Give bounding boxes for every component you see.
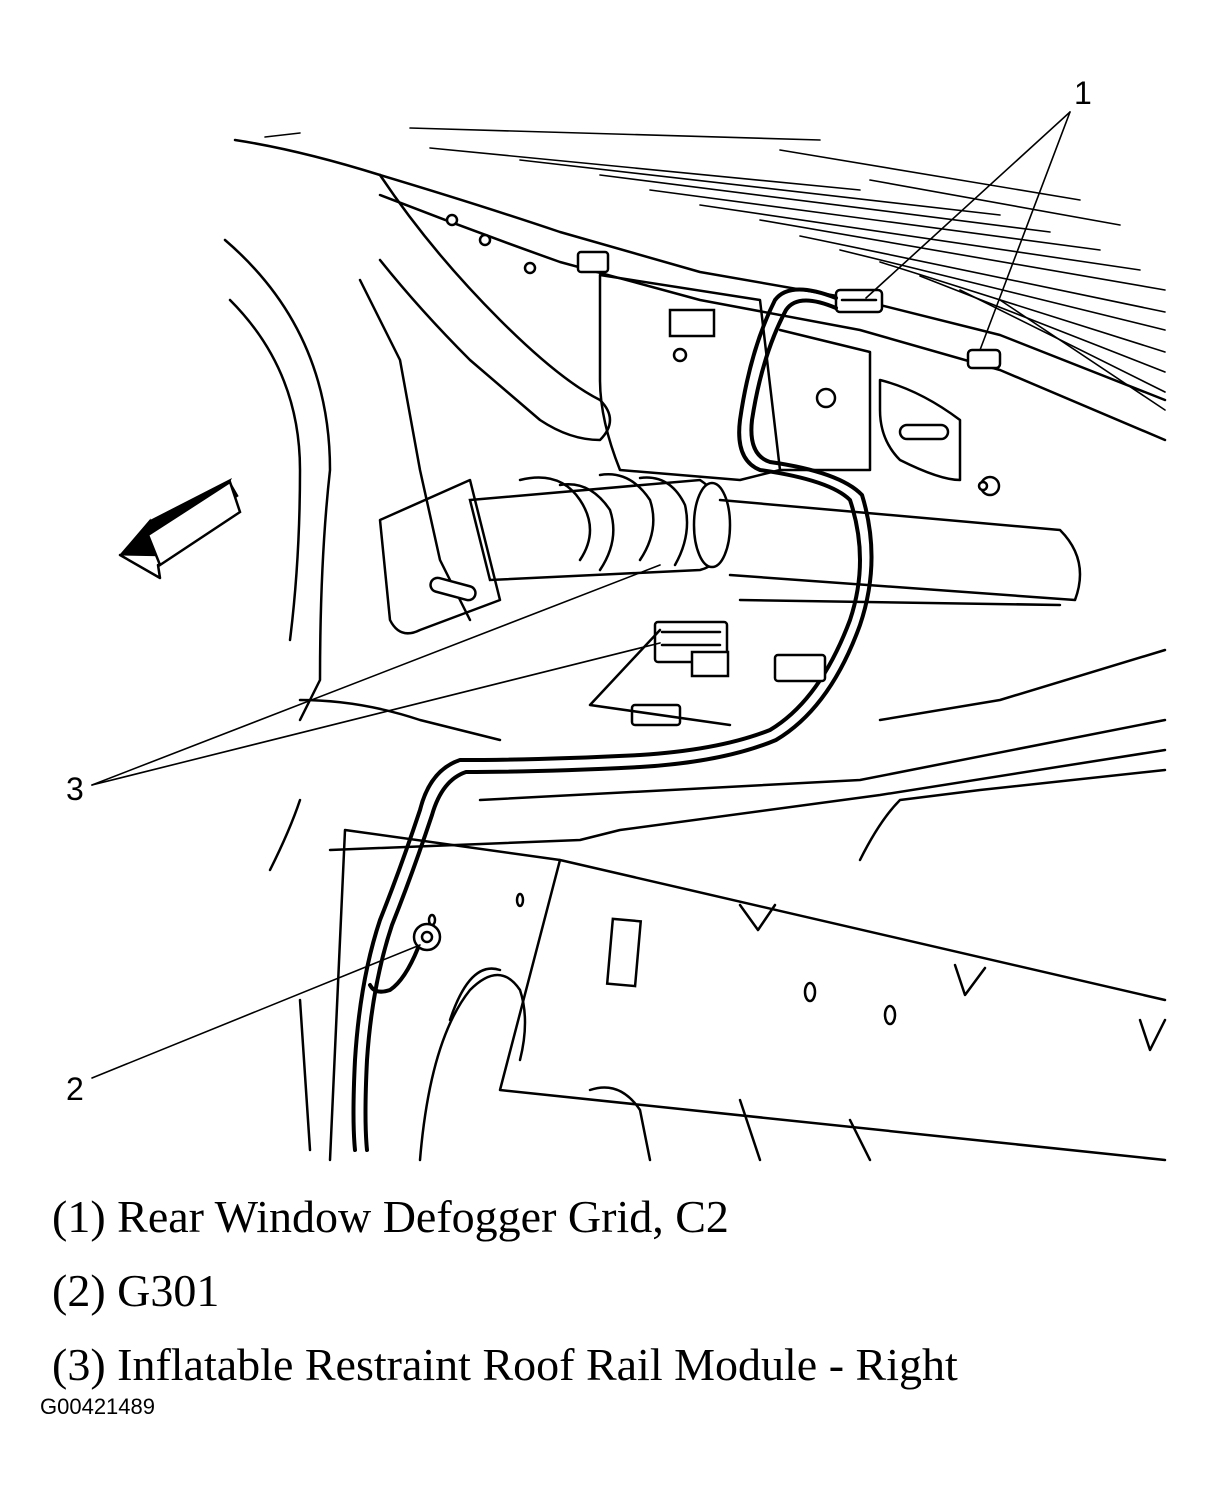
lower-panel-holes [427, 892, 897, 1026]
bracket-slot [429, 576, 477, 602]
rear-deck-upper [878, 648, 1167, 722]
rear-deck-panel [328, 748, 1167, 852]
figure-id: G00421489 [40, 1394, 155, 1419]
c-pillar-inner [228, 298, 302, 642]
wheelhouse-arch-inner [448, 967, 502, 1022]
lower-panel-left [328, 828, 562, 1162]
ground-g301 [368, 922, 442, 994]
panel-slot-2 [898, 423, 950, 441]
callout-3-leaders [91, 564, 661, 786]
trunk-lower-2 [738, 1098, 872, 1162]
trunk-lower-3 [268, 798, 312, 1152]
roof-rail-lower [378, 193, 1167, 442]
deck-raised [858, 768, 1167, 862]
trunk-lower [588, 1086, 652, 1162]
c-pillar-curve [223, 238, 332, 722]
legend-item-2: (2) G301 [52, 1265, 220, 1316]
callout-number-3: 3 [66, 771, 84, 807]
lower-panel-slot [605, 917, 643, 988]
vehicle-rear-interior-diagram: 1 2 3 [66, 75, 1167, 1162]
callout-1-leaders [865, 111, 1071, 351]
panel-opening-right [778, 328, 872, 472]
lower-inner-panel [498, 858, 1167, 1162]
callout-2-leader [91, 944, 421, 1079]
callout-number-1: 1 [1074, 75, 1092, 111]
module-connector-2 [773, 653, 827, 683]
roof-clip [576, 250, 610, 274]
rear-deck-panel-2 [478, 718, 1167, 802]
legend-item-3: (3) Inflatable Restraint Roof Rail Modul… [52, 1339, 958, 1390]
roof-hatching [264, 127, 1166, 411]
pillar-trim-edge [358, 278, 472, 622]
callout-number-2: 2 [66, 1071, 84, 1107]
arrow-left-forward-icon [118, 478, 242, 580]
roof-rail-holes [445, 213, 1001, 497]
roof-panel-edge [233, 138, 1167, 402]
wheelhouse-arch [418, 973, 527, 1162]
panel-recess [878, 378, 962, 482]
defogger-harness [351, 287, 862, 1152]
legend-item-1: (1) Rear Window Defogger Grid, C2 [52, 1191, 729, 1242]
pillar-trim [378, 173, 612, 442]
lower-panel-notches [738, 903, 1167, 1052]
legend: (1) Rear Window Defogger Grid, C2 (2) G3… [52, 1180, 958, 1402]
module-bracket-left [378, 478, 502, 635]
rear-deck-panel-3 [298, 698, 502, 742]
roof-rail-module-tube [468, 473, 1082, 607]
defogger-connector-left [834, 288, 884, 314]
module-connector [653, 620, 730, 678]
connector-triangle [588, 628, 732, 727]
defogger-harness-outer [363, 298, 874, 1152]
inner-panel [598, 273, 782, 482]
defogger-connector-right [966, 348, 1002, 370]
panel-slot [668, 308, 716, 338]
